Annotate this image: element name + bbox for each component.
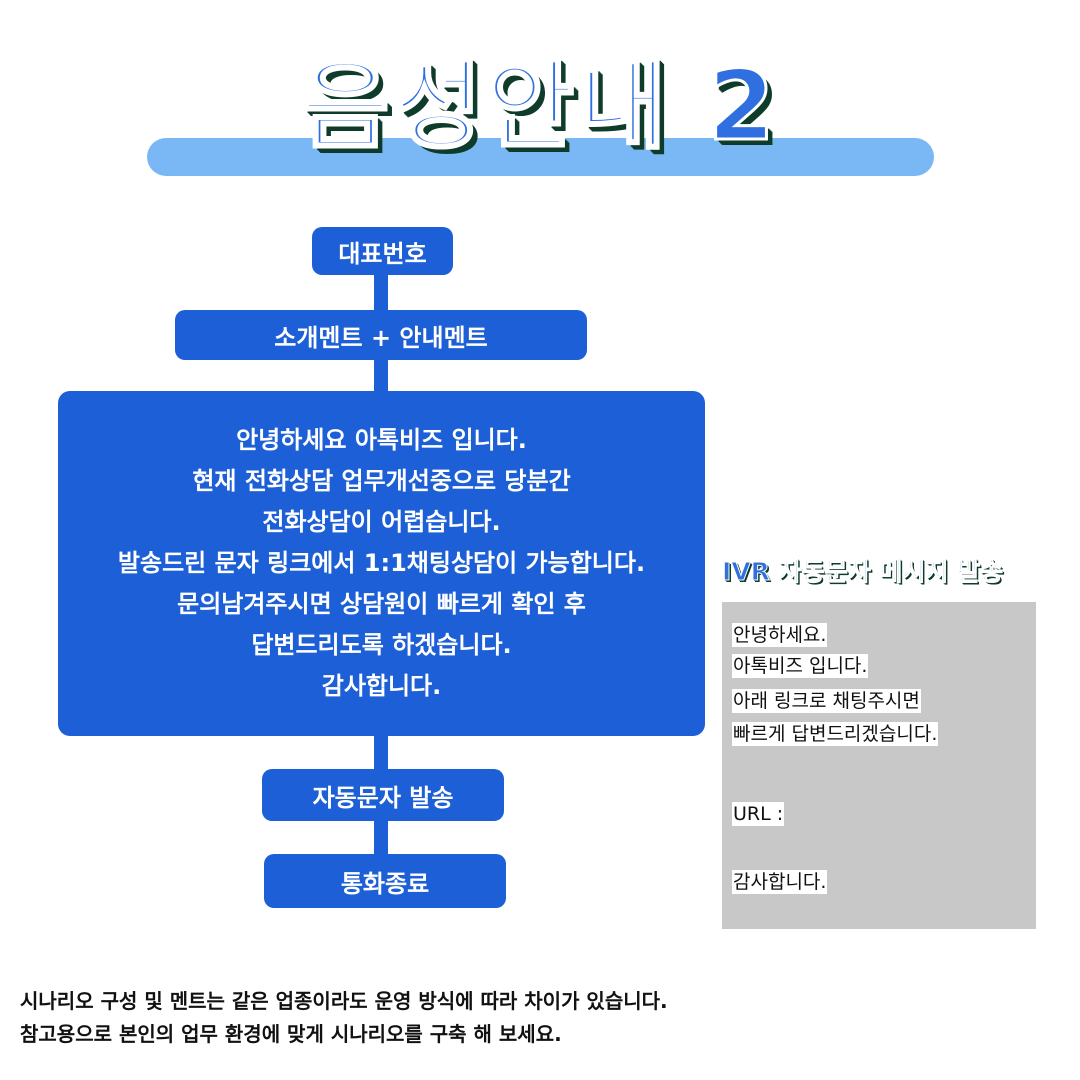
- flow-node-intro-guide: 소개멘트 + 안내멘트: [175, 310, 587, 360]
- title-bar: [147, 138, 934, 176]
- flow-connector: [374, 734, 388, 770]
- sms-line: 아톡비즈 입니다.: [732, 654, 869, 678]
- sms-line: 아래 링크로 채팅주시면: [732, 689, 921, 713]
- ivr-title: IVR 자동문자 메시지 발송: [722, 557, 1004, 587]
- flow-node-voice-message: 안녕하세요 아톡비즈 입니다. 현재 전화상담 업무개선중으로 당분간 전화상담…: [58, 391, 705, 736]
- footer-note: 시나리오 구성 및 멘트는 같은 업종이라도 운영 방식에 따라 차이가 있습니…: [20, 989, 668, 1013]
- sms-line: 감사합니다.: [732, 870, 828, 894]
- footer-note: 참고용으로 본인의 업무 환경에 맞게 시나리오를 구축 해 보세요.: [20, 1022, 562, 1046]
- flow-node-call-end: 통화종료: [264, 854, 506, 908]
- sms-line: URL :: [732, 802, 785, 826]
- flow-connector: [374, 270, 388, 310]
- sms-line: 안녕하세요.: [732, 623, 828, 647]
- voice-message-line: 문의남겨주시면 상담원이 빠르게 확인 후: [177, 590, 586, 618]
- page-title: 음성안내 2: [300, 49, 779, 164]
- sms-message-box: 안녕하세요. 아톡비즈 입니다. 아래 링크로 채팅주시면 빠르게 답변드리겠습…: [722, 602, 1036, 929]
- voice-message-line: 감사합니다.: [321, 672, 442, 700]
- flow-node-main-number: 대표번호: [312, 227, 453, 275]
- voice-message-line: 안녕하세요 아톡비즈 입니다.: [236, 426, 527, 454]
- flow-node-auto-sms: 자동문자 발송: [262, 769, 504, 821]
- flow-connector: [374, 358, 388, 394]
- voice-message-line: 발송드린 문자 링크에서 1:1채팅상담이 가능합니다.: [117, 549, 646, 577]
- sms-line: 빠르게 답변드리겠습니다.: [732, 722, 939, 746]
- voice-message-line: 전화상담이 어렵습니다.: [262, 508, 501, 536]
- voice-message-line: 답변드리도록 하겠습니다.: [251, 631, 512, 659]
- flow-connector: [374, 820, 388, 856]
- voice-message-line: 현재 전화상담 업무개선중으로 당분간: [192, 467, 571, 495]
